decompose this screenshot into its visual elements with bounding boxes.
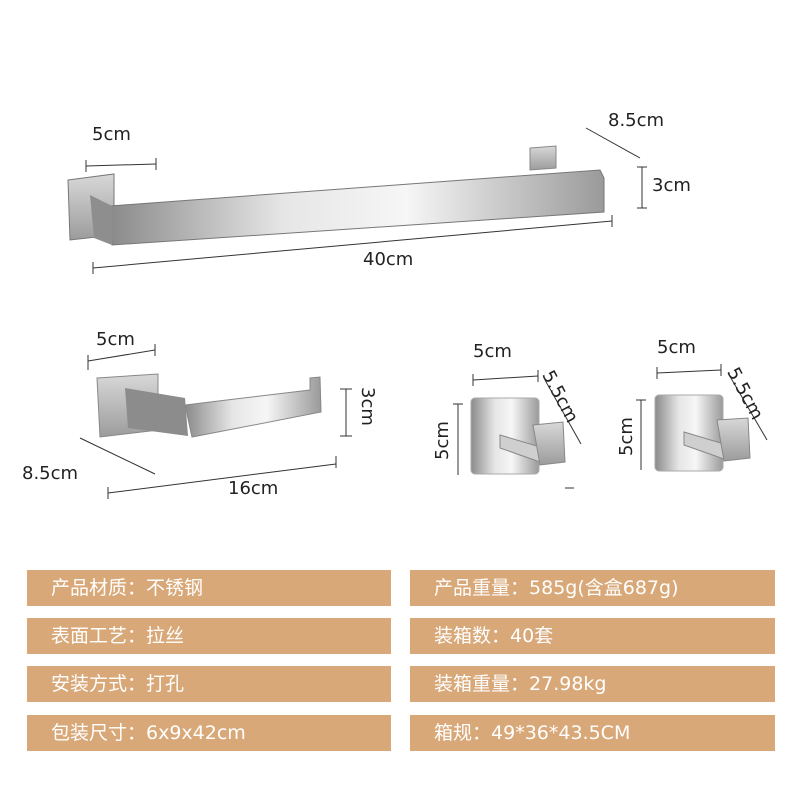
hook-1-width-label: 5cm: [473, 341, 512, 362]
towel-bar-dimension-lines: [85, 127, 647, 274]
product-illustrations: [67, 127, 768, 499]
spec-material: 产品材质：不锈钢: [27, 570, 391, 606]
towel-bar-depth-label: 8.5cm: [608, 110, 665, 131]
hook-1-image: [470, 397, 566, 475]
hooks-dimension-lines: [453, 364, 768, 489]
hook-2-image: [654, 394, 751, 472]
hook-2-height-label: 5cm: [616, 417, 637, 456]
spec-package-size: 包装尺寸：6x9x42cm: [27, 715, 391, 751]
spec-installation: 安装方式：打孔: [27, 666, 391, 702]
hook-1-height-label: 5cm: [432, 421, 453, 460]
spec-carton-weight: 装箱重量：27.98kg: [410, 666, 775, 702]
spec-carton-size: 箱规：49*36*43.5CM: [410, 715, 775, 751]
paper-holder-dimension-lines: [79, 344, 352, 499]
paper-holder-length-label: 16cm: [228, 478, 279, 499]
spec-carton-qty: 装箱数：40套: [410, 618, 775, 654]
towel-bar-image: [67, 145, 605, 246]
paper-holder-depth-label: 8.5cm: [22, 463, 79, 484]
paper-holder-image: [96, 373, 322, 438]
paper-holder-height-label: 3cm: [357, 387, 378, 426]
spec-weight: 产品重量：585g(含盒687g): [410, 570, 775, 606]
spec-surface: 表面工艺：拉丝: [27, 618, 391, 654]
paper-holder-width-label: 5cm: [96, 329, 135, 350]
towel-bar-width-label: 5cm: [92, 124, 131, 145]
towel-bar-height-label: 3cm: [652, 175, 691, 196]
towel-bar-length-label: 40cm: [363, 249, 414, 270]
hook-2-width-label: 5cm: [657, 337, 696, 358]
